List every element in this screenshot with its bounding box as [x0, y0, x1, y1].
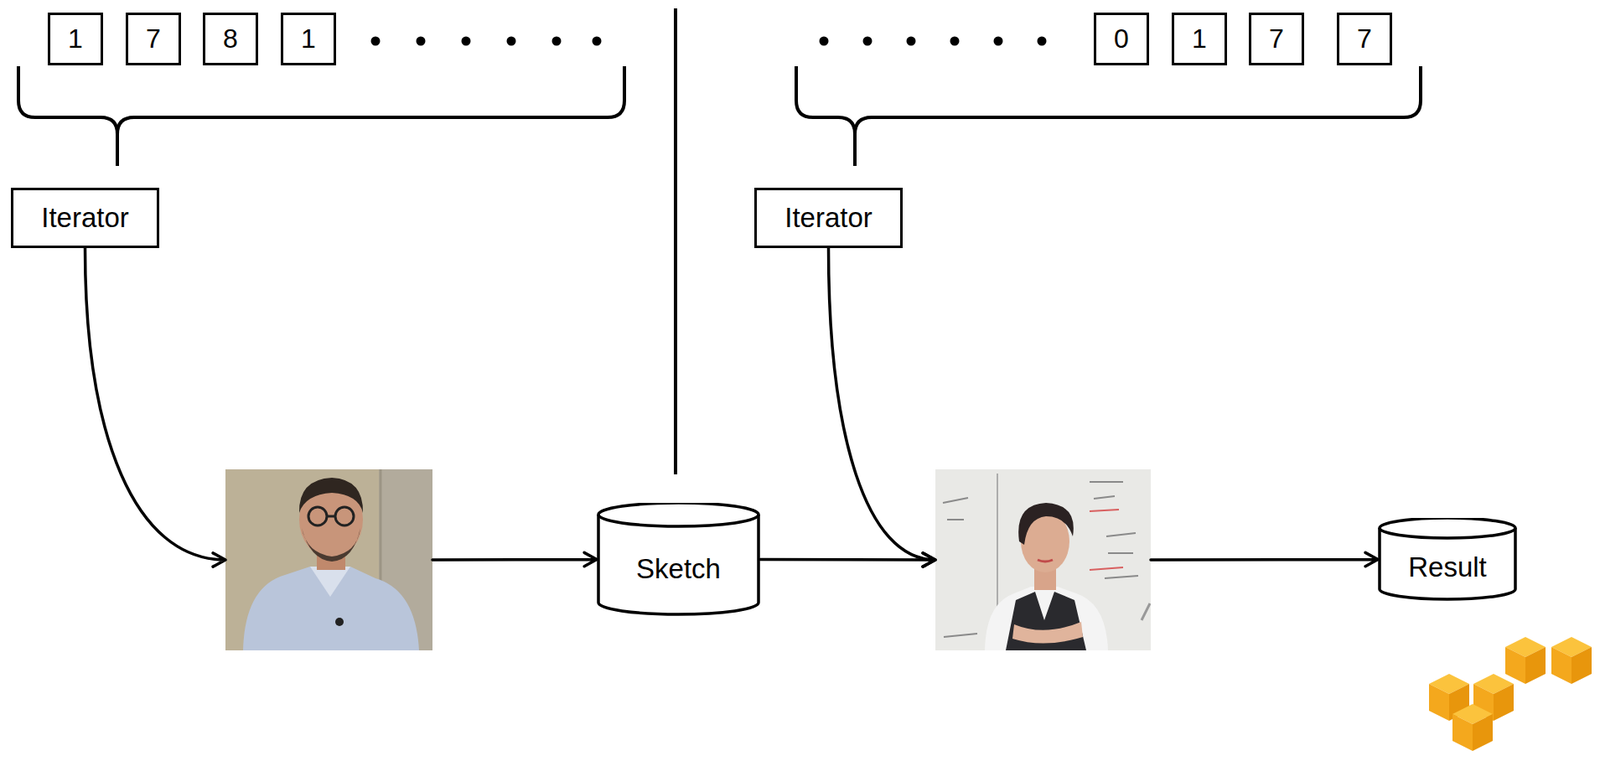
node-label: Result [1408, 552, 1487, 583]
flow-arrow [1150, 552, 1378, 566]
digit-text: 7 [1356, 24, 1373, 54]
flow-arrow [760, 553, 936, 567]
digit-box: 7 [1336, 12, 1393, 66]
digit-text: 1 [67, 24, 83, 54]
flow-arrow [85, 248, 227, 567]
person-photo [935, 469, 1151, 651]
digit-text: 7 [145, 24, 161, 54]
cubes-logo [1429, 636, 1592, 751]
node-label: Iterator [41, 202, 130, 234]
storage-cylinder: Sketch [596, 502, 761, 617]
flow-arrow [828, 248, 937, 567]
person-node [935, 469, 1151, 651]
left-brace [18, 66, 625, 166]
digit-box: 7 [1248, 12, 1305, 66]
flow-arrow [432, 552, 597, 566]
digit-box: 0 [1093, 12, 1150, 66]
digit-box: 1 [280, 12, 337, 66]
node-label: Iterator [784, 202, 873, 234]
storage-cylinder: Result [1377, 517, 1518, 601]
digit-box: 8 [202, 12, 259, 66]
iterator-box: Iterator [10, 187, 160, 249]
digit-box: 7 [125, 12, 182, 66]
node-label: Sketch [636, 554, 721, 585]
divider-line [673, 8, 678, 475]
digit-box: 1 [1171, 12, 1228, 66]
digit-text: 7 [1268, 24, 1285, 54]
digit-text: 8 [222, 24, 239, 54]
digit-text: 0 [1113, 24, 1129, 54]
digit-text: 1 [1191, 24, 1207, 54]
person-node [225, 469, 433, 651]
iterator-box: Iterator [754, 187, 903, 249]
person-photo [225, 469, 433, 651]
right-brace [796, 66, 1421, 166]
ellipsis-dots [371, 36, 1047, 47]
digit-box: 1 [47, 12, 104, 66]
digit-text: 1 [300, 24, 316, 54]
